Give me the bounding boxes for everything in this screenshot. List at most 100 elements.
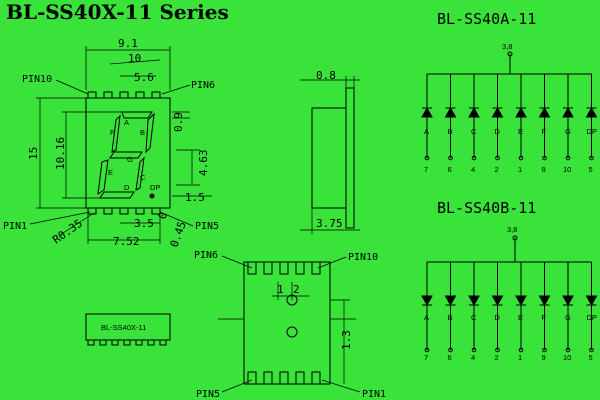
segment-e (97, 159, 109, 196)
bottom-pin10-label: PIN10 (348, 252, 378, 263)
circuit_b-terminal-5 (542, 347, 547, 353)
dim-0-9: 0.9 (172, 112, 185, 132)
circuit_b-pin-label-3: 2 (495, 353, 499, 362)
side-dim-bottom: 3.75 (316, 217, 343, 230)
circuit_b-diode-F (538, 295, 551, 307)
circuit_a-common-node (507, 51, 513, 57)
circuit_b-terminal-0 (424, 347, 430, 353)
circuit_a-diode-F (538, 106, 551, 118)
dim-3-5: 3.5 (134, 217, 154, 230)
circuit_b-pin-label-2: 4 (471, 353, 475, 362)
circuit_b-seg-label-5: F (542, 313, 547, 322)
circuit_b-pin-label-6: 10 (563, 353, 571, 362)
circuit_a-seg-label-5: F (542, 127, 547, 136)
segment-c (135, 156, 145, 191)
circuit_a-terminal-7 (589, 155, 594, 161)
side-body (311, 107, 347, 209)
circuit_a-pin-label-2: 4 (471, 165, 475, 174)
seg-label-e: E (108, 168, 113, 177)
segment-b (145, 112, 155, 154)
circuit-a-common-pins: 3,8 (502, 42, 512, 51)
front-view: A B C D E F G DP 9.1 10 5.6 0.9 15 (3, 37, 219, 249)
circuit_b-pin-label-4: 1 (518, 353, 522, 362)
dim-0: 0 (156, 210, 170, 221)
circuit_a-diode-G (562, 106, 574, 118)
circuit_a-terminal-0 (424, 155, 430, 161)
circuit_b-terminal-6 (565, 347, 571, 353)
circuit_a-diode-E (515, 106, 527, 118)
circuit_b-seg-label-0: A (424, 313, 429, 322)
seg-label-c: C (140, 173, 146, 182)
circuit_a-terminal-6 (565, 155, 571, 161)
front-top-pins (87, 91, 161, 98)
bottom-dim-left: 1 (277, 283, 284, 296)
circuit_a-diode-C (468, 106, 480, 118)
dim-5-6: 5.6 (134, 71, 154, 84)
segment-d (99, 191, 135, 199)
dim-0-45: 0.45 (168, 220, 189, 249)
dim-1-5: 1.5 (185, 191, 205, 204)
bottom-pin5-label: PIN5 (196, 389, 220, 400)
circuit-b-title: BL-SS40B-11 (437, 199, 536, 217)
circuit_b-terminal-7 (589, 347, 594, 353)
front-pin5-label: PIN5 (195, 221, 219, 232)
bottom-pin6-label: PIN6 (194, 250, 218, 261)
circuit_a-terminal-2 (471, 155, 477, 161)
circuit_a-pin-label-4: 1 (518, 165, 522, 174)
dim-r0-35: R0.35 (50, 217, 85, 247)
circuit-b-common-pins: 3,8 (507, 225, 517, 234)
circuit_a-diode-A (421, 106, 433, 118)
side-face (345, 87, 355, 229)
circuit_b-seg-label-1: B (448, 313, 453, 322)
circuit_a-terminal-4 (518, 155, 524, 161)
circuit_b-seg-label-4: E (518, 313, 523, 322)
circuit_a-pin-label-3: 2 (495, 165, 499, 174)
circuit_a-terminal-1 (448, 155, 453, 161)
dim-width: 9.1 (118, 37, 138, 50)
circuit_a-terminal-3 (495, 155, 500, 161)
circuit_a-diode-D (491, 106, 504, 118)
front-pin10-label: PIN10 (22, 74, 52, 85)
circuit_b-seg-label-2: C (471, 313, 477, 322)
circuit_b-seg-label-6: G (565, 313, 571, 322)
seg-label-b: B (140, 128, 145, 137)
circuit_a-pin-label-0: 7 (424, 165, 428, 174)
dim-4-63: 4.63 (197, 150, 210, 177)
circuit_b-terminal-1 (448, 347, 453, 353)
segment-a (121, 111, 153, 119)
circuit_a-pin-label-6: 10 (563, 165, 571, 174)
dim-15: 15 (27, 147, 40, 160)
circuit_b-diode-G (562, 295, 574, 307)
circuit_b-terminal-3 (495, 347, 500, 353)
seg-label-f: F (110, 128, 115, 137)
circuit_b-pin-label-0: 7 (424, 353, 428, 362)
seg-label-dp: DP (150, 183, 160, 192)
circuit_b-common-node (512, 235, 518, 241)
bottom-pin1-label: PIN1 (362, 389, 386, 400)
circuit_b-pin-label-7: 5 (589, 353, 593, 362)
seven-segment-digit: A B C D E F G DP (97, 111, 160, 199)
segment-dp (149, 193, 155, 199)
package-view: BL-SS40X-11 (85, 313, 171, 346)
bottom-dim-vert: 1.3 (340, 330, 353, 350)
bottom-dim-right: 2 (293, 283, 300, 296)
seg-label-a: A (124, 118, 129, 127)
segment-f (111, 114, 121, 153)
bottom-hole-bottom (286, 326, 298, 338)
circuit_b-diode-D (491, 295, 504, 307)
circuit_a-seg-label-7: DP (587, 127, 597, 136)
circuit_b-diode-DP (585, 295, 598, 307)
front-bottom-pins (87, 208, 161, 215)
circuit_a-seg-label-3: D (495, 127, 501, 136)
circuit_b-terminal-2 (471, 347, 477, 353)
circuit_a-seg-label-6: G (565, 127, 571, 136)
dim-10: 10 (128, 52, 141, 65)
circuit_b-terminal-4 (518, 347, 524, 353)
circuit_b-pin-label-5: 9 (542, 353, 546, 362)
circuit_a-seg-label-2: C (471, 127, 477, 136)
front-pin1-label: PIN1 (3, 221, 27, 232)
circuit-a-title: BL-SS40A-11 (437, 10, 536, 28)
